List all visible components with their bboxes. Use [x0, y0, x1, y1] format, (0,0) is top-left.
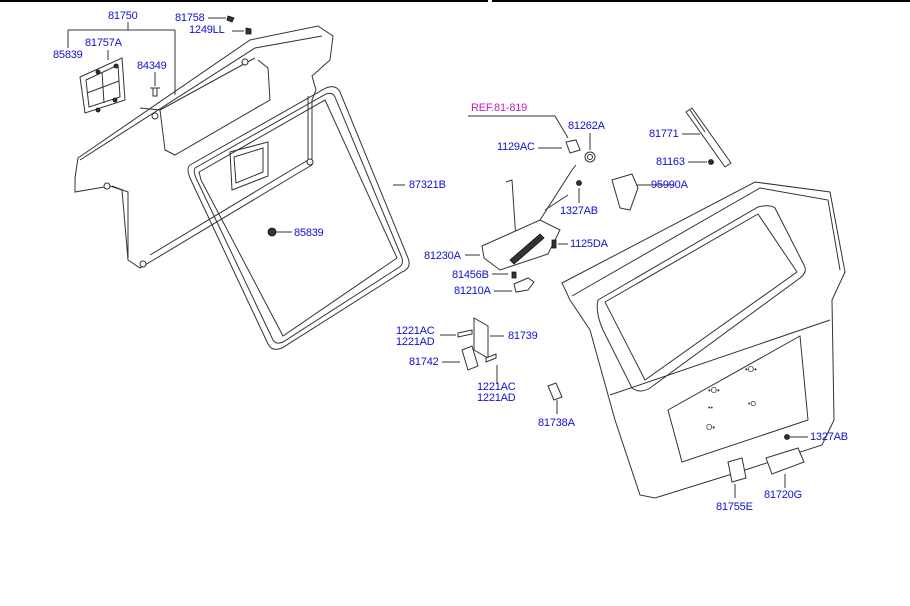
tailgate-trim-panel[interactable]: [74, 25, 334, 269]
gas-spring[interactable]: [685, 107, 732, 168]
key-cylinder[interactable]: [565, 139, 596, 163]
part-label-81210A[interactable]: 81210A: [454, 285, 491, 297]
top-border-left: [0, 0, 488, 2]
part-label-81771[interactable]: 81771: [649, 128, 679, 140]
part-label-85839-mid[interactable]: 85839: [294, 227, 324, 239]
part-label-81739[interactable]: 81739: [508, 330, 538, 342]
part-label-81230A[interactable]: 81230A: [424, 250, 461, 262]
latch-assembly[interactable]: [481, 164, 577, 271]
part-label-81757A[interactable]: 81757A: [85, 37, 122, 49]
part-label-95990A[interactable]: 95990A: [651, 179, 688, 191]
nut-1327AB[interactable]: [576, 180, 582, 186]
bumper-81742[interactable]: [461, 345, 479, 371]
top-border-right: [492, 0, 910, 2]
cover-81755E[interactable]: [727, 457, 747, 483]
part-label-1221AD-a[interactable]: 1221AD: [396, 336, 435, 348]
part-label-84349[interactable]: 84349: [137, 60, 167, 72]
striker-81210A[interactable]: [513, 277, 535, 293]
part-label-81755E[interactable]: 81755E: [716, 501, 753, 513]
part-label-1129AC[interactable]: 1129AC: [497, 141, 535, 153]
part-label-85839-top[interactable]: 85839: [53, 49, 83, 61]
part-label-87321B[interactable]: 87321B: [409, 179, 446, 191]
weatherstrip[interactable]: [187, 86, 410, 350]
vent-grille[interactable]: [79, 57, 126, 114]
screw-81456B[interactable]: [511, 271, 517, 279]
part-label-81738A[interactable]: 81738A: [538, 417, 575, 429]
bumper-81738A[interactable]: [547, 382, 563, 401]
part-label-1327AB-bottom[interactable]: 1327AB: [810, 431, 848, 443]
part-label-1221AC-a[interactable]: 1221AC: [396, 325, 435, 337]
tailgate-outer-panel[interactable]: •O• •O• •• •O O•: [561, 181, 846, 499]
bolt-1221AC-a[interactable]: [457, 329, 473, 338]
leader-lines: [67, 17, 808, 498]
part-label-81758[interactable]: 81758: [175, 12, 205, 24]
svg-text:•O•: •O•: [745, 365, 757, 374]
nut-85839[interactable]: [267, 227, 277, 237]
part-label-81163[interactable]: 81163: [656, 156, 685, 168]
part-label-81720G[interactable]: 81720G: [764, 489, 802, 501]
part-label-81456B[interactable]: 81456B: [452, 269, 489, 281]
part-label-81750[interactable]: 81750: [108, 10, 138, 22]
bolt-81163[interactable]: [708, 159, 714, 165]
svg-text:•O•: •O•: [708, 386, 720, 395]
reference-label[interactable]: REF.81-819: [471, 102, 528, 114]
svg-text:••: ••: [708, 405, 713, 412]
part-label-1249LL[interactable]: 1249LL: [189, 24, 225, 36]
screw-1249LL[interactable]: [245, 27, 252, 35]
clip-84349[interactable]: [150, 87, 160, 97]
svg-text:•O: •O: [748, 401, 756, 408]
part-label-1327AB-top[interactable]: 1327AB: [560, 205, 598, 217]
bolt-1125DA[interactable]: [551, 239, 557, 249]
garnish-81720G[interactable]: [765, 447, 805, 475]
part-label-81742[interactable]: 81742: [409, 356, 439, 368]
actuator-95990A[interactable]: [611, 173, 639, 211]
bolt-1221AC-b[interactable]: [485, 353, 497, 363]
part-label-81262A[interactable]: 81262A: [568, 120, 605, 132]
part-label-1125DA[interactable]: 1125DA: [570, 238, 608, 250]
nut-1327AB-b[interactable]: [784, 434, 790, 440]
part-label-1221AD-b[interactable]: 1221AD: [477, 392, 516, 404]
guide-81739[interactable]: [473, 317, 489, 359]
screw-81758[interactable]: [226, 15, 235, 23]
svg-text:O•: O•: [706, 423, 715, 432]
part-label-1221AC-b[interactable]: 1221AC: [477, 381, 516, 393]
